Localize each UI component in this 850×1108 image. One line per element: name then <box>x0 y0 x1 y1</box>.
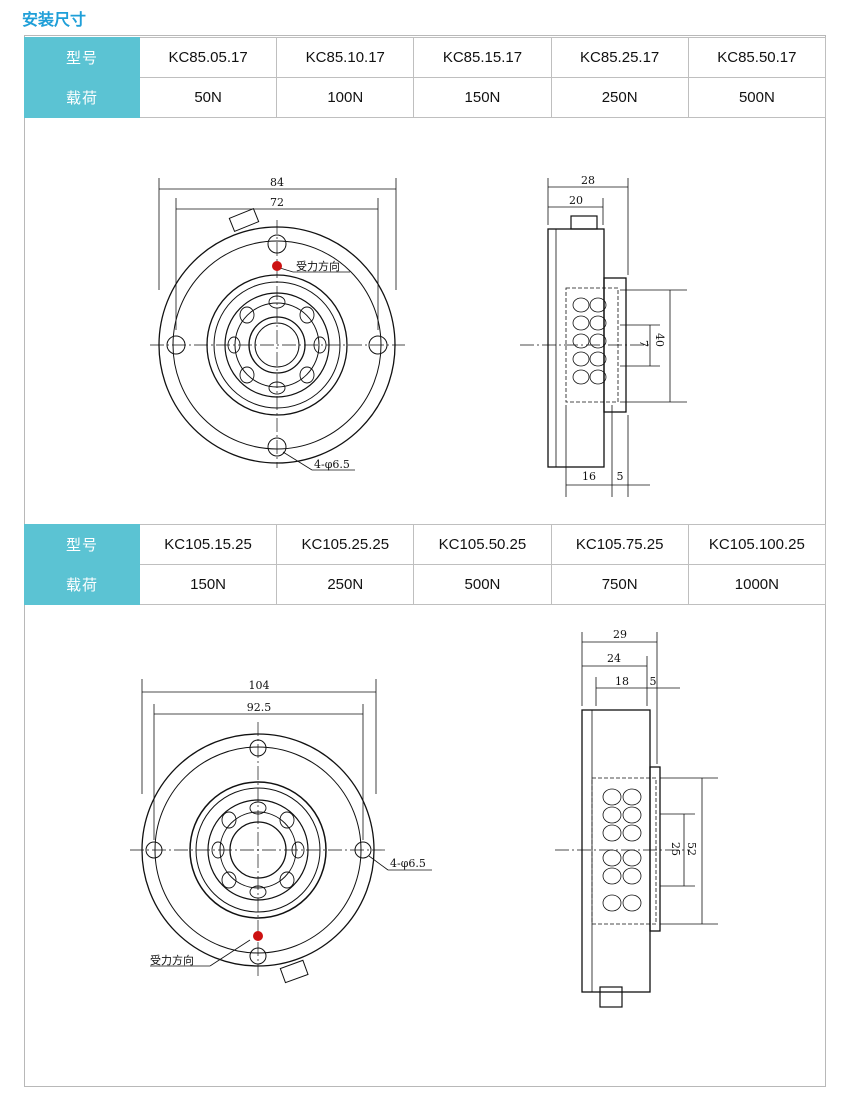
table-row: 载荷 50N 100N 150N 250N 500N <box>24 77 827 118</box>
force-point-marker <box>272 261 282 271</box>
spec-table-2: 型号 KC105.15.25 KC105.25.25 KC105.50.25 K… <box>24 524 827 605</box>
load-header: 载荷 <box>24 564 140 605</box>
table-row: 型号 KC105.15.25 KC105.25.25 KC105.50.25 K… <box>24 524 827 565</box>
load-cell: 750N <box>550 564 689 605</box>
hole-spec-label: 4-φ6.5 <box>390 857 426 870</box>
model-cell: KC85.05.17 <box>138 37 278 78</box>
dim-hole-pitch: 92.5 <box>247 701 272 714</box>
force-direction-label: 受力方向 <box>296 259 340 273</box>
side-dim-depth: 16 <box>582 470 596 483</box>
side-dim-total: 28 <box>581 174 595 187</box>
dim-outer-diameter: 84 <box>270 176 284 189</box>
load-cell: 250N <box>550 77 689 118</box>
side-dim-flange: 5 <box>650 675 657 688</box>
force-direction-label: 受力方向 <box>150 953 194 967</box>
load-cell: 150N <box>138 564 278 605</box>
spec-table-1: 型号 KC85.05.17 KC85.10.17 KC85.15.17 KC85… <box>24 37 827 118</box>
table-row: 型号 KC85.05.17 KC85.10.17 KC85.15.17 KC85… <box>24 37 827 78</box>
force-point-marker <box>253 931 263 941</box>
model-cell: KC85.15.17 <box>413 37 552 78</box>
table-row: 载荷 150N 250N 500N 750N 1000N <box>24 564 827 605</box>
side-dim-height: 40 <box>653 333 666 347</box>
section-title: 安装尺寸 <box>22 10 87 29</box>
side-dim-total: 29 <box>613 628 627 641</box>
side-dim-inner: 25 <box>669 842 682 856</box>
side-dim-body: 20 <box>569 194 583 207</box>
model-cell: KC85.50.17 <box>687 37 827 78</box>
dim-outer-diameter: 104 <box>249 679 270 692</box>
load-cell: 150N <box>413 77 552 118</box>
model-header: 型号 <box>24 524 140 565</box>
load-cell: 100N <box>276 77 415 118</box>
drawing-kc85: 84 72 受力方向 4-φ6.5 28 20 16 5 7 40 <box>150 174 687 497</box>
load-cell: 250N <box>276 564 415 605</box>
model-cell: KC85.10.17 <box>276 37 415 78</box>
load-cell: 500N <box>413 564 552 605</box>
drawing-kc105: 104 92.5 受力方向 4-φ6.5 29 24 18 5 25 52 <box>130 628 718 1008</box>
load-cell: 500N <box>687 77 827 118</box>
model-cell: KC105.15.25 <box>138 524 278 565</box>
model-cell: KC105.50.25 <box>413 524 552 565</box>
side-dim-body: 24 <box>607 652 621 665</box>
load-cell: 1000N <box>687 564 827 605</box>
side-dim-height: 52 <box>685 842 698 856</box>
model-cell: KC85.25.17 <box>550 37 689 78</box>
model-cell: KC105.75.25 <box>550 524 689 565</box>
model-cell: KC105.25.25 <box>276 524 415 565</box>
load-header: 载荷 <box>24 77 140 118</box>
dim-hole-pitch: 72 <box>270 196 284 209</box>
side-dim-depth: 18 <box>615 675 629 688</box>
model-cell: KC105.100.25 <box>687 524 827 565</box>
side-dim-inner: 7 <box>637 340 650 347</box>
model-header: 型号 <box>24 37 140 78</box>
hole-spec-label: 4-φ6.5 <box>314 458 350 471</box>
load-cell: 50N <box>138 77 278 118</box>
side-dim-flange: 5 <box>617 470 624 483</box>
